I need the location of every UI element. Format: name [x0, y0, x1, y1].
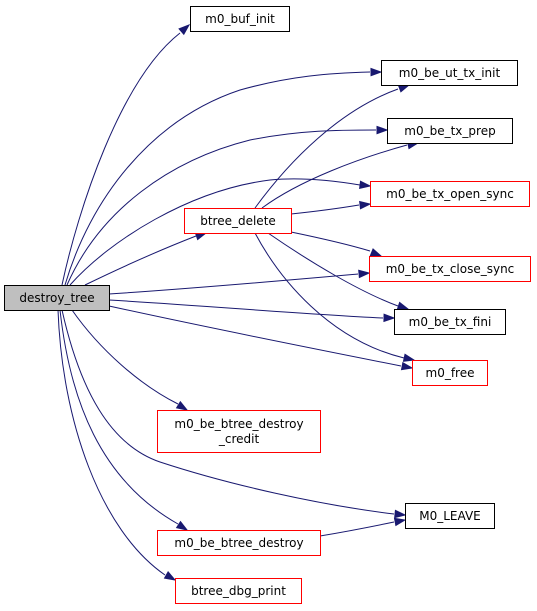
node-m0-buf-init[interactable]: m0_buf_init	[190, 6, 290, 32]
node-m0-be-btree-destroy-credit[interactable]: m0_be_btree_destroy_credit	[157, 410, 321, 453]
node-box	[412, 360, 488, 386]
node-m0-be-tx-prep[interactable]: m0_be_tx_prep	[387, 118, 513, 144]
edge-destroy_tree-to-m0_be_tx_fini	[108, 299, 396, 323]
edge-destroy_tree-to-M0_LEAVE	[61, 309, 407, 519]
edge-arrowhead	[393, 517, 407, 527]
node-label: m0_be_ut_tx_init	[399, 66, 501, 80]
edge-arrowhead	[397, 84, 411, 93]
edge-destroy_tree-to-btree_delete	[84, 232, 208, 286]
edge-arrowhead	[359, 180, 372, 189]
edge-arrowhead	[163, 571, 177, 581]
node-btree-delete[interactable]: btree_delete	[184, 208, 292, 234]
edge-destroy_tree-to-m0_be_ut_tx_init	[64, 67, 383, 286]
node-m0-be-ut-tx-init[interactable]: m0_be_ut_tx_init	[381, 60, 518, 86]
edge-line	[254, 232, 405, 359]
node-m0-be-tx-open-sync[interactable]: m0_be_tx_open_sync	[370, 181, 530, 207]
node-label: m0_be_tx_fini	[409, 315, 492, 329]
edge-line	[71, 309, 179, 405]
node-box	[370, 181, 530, 207]
edge-arrowhead	[376, 125, 389, 135]
edge-line	[267, 232, 399, 307]
node-box	[157, 410, 321, 453]
edge-line	[66, 129, 377, 286]
node-label: m0_free	[426, 366, 475, 380]
node-m0-leave[interactable]: M0_LEAVE	[405, 503, 495, 529]
edge-line	[254, 88, 399, 209]
node-btree-dbg-print[interactable]: btree_dbg_print	[175, 578, 302, 604]
edge-arrowhead	[359, 200, 372, 210]
node-label: m0_be_btree_destroy	[174, 417, 303, 431]
edge-btree_delete-to-m0_free	[254, 232, 416, 362]
node-label: _credit	[218, 432, 260, 446]
edge-arrowhead	[396, 301, 410, 310]
node-label: btree_dbg_print	[191, 584, 286, 598]
node-box	[4, 285, 110, 311]
edge-line	[84, 235, 197, 286]
edge-arrowhead	[175, 520, 189, 531]
edge-btree_delete-to-m0_be_tx_close_sync	[290, 231, 383, 257]
edge-destroy_tree-to-m0_be_btree_destroy_credit	[71, 309, 189, 411]
edge-arrowhead	[370, 67, 383, 77]
edge-line	[108, 305, 402, 367]
node-box	[184, 208, 292, 234]
node-label: m0_be_tx_open_sync	[386, 187, 514, 201]
edge-destroy_tree-to-btree_dbg_print	[57, 309, 177, 581]
node-label: destroy_tree	[19, 291, 94, 305]
node-box	[175, 578, 302, 604]
edge-arrowhead	[402, 353, 416, 362]
node-box	[369, 256, 531, 282]
edge-destroy_tree-to-m0_be_tx_open_sync	[69, 178, 372, 286]
edge-arrowhead	[383, 313, 396, 323]
edge-arrowhead	[369, 248, 383, 257]
edge-line	[59, 309, 179, 525]
node-label: m0_buf_init	[205, 12, 275, 26]
edge-arrowhead	[175, 400, 189, 411]
node-label: m0_be_tx_prep	[404, 124, 495, 138]
node-m0-be-tx-close-sync[interactable]: m0_be_tx_close_sync	[369, 256, 531, 282]
edge-m0_be_btree_destroy-to-M0_LEAVE	[319, 517, 407, 537]
node-label: m0_be_btree_destroy	[174, 536, 303, 550]
edge-line	[61, 309, 395, 515]
edge-btree_delete-to-m0_be_tx_open_sync	[290, 200, 372, 215]
node-box	[394, 309, 506, 335]
edge-line	[61, 32, 181, 286]
edge-destroy_tree-to-m0_buf_init	[61, 24, 191, 286]
edge-destroy_tree-to-m0_be_tx_close_sync	[108, 269, 371, 295]
node-box	[387, 118, 513, 144]
edge-destroy_tree-to-m0_be_tx_prep	[66, 125, 389, 286]
edge-line	[57, 309, 166, 576]
edge-line	[319, 521, 395, 537]
edge-destroy_tree-to-m0_free	[108, 305, 414, 371]
edge-line	[64, 71, 371, 286]
node-label: m0_be_tx_close_sync	[386, 262, 515, 276]
edge-line	[108, 273, 359, 295]
node-box	[190, 6, 290, 32]
node-label: M0_LEAVE	[419, 509, 481, 523]
edge-destroy_tree-to-m0_be_btree_destroy	[59, 309, 189, 531]
node-destroy-tree[interactable]: destroy_tree	[4, 285, 110, 311]
node-box	[381, 60, 518, 86]
node-box	[405, 503, 495, 529]
node-m0-be-tx-fini[interactable]: m0_be_tx_fini	[394, 309, 506, 335]
node-label: btree_delete	[200, 214, 276, 228]
edges-layer	[57, 24, 420, 581]
edge-arrowhead	[400, 361, 414, 371]
edge-line	[290, 204, 360, 215]
nodes-layer: destroy_tree m0_buf_init m0_be_ut_tx_initm…	[4, 6, 531, 604]
edge-line	[69, 178, 361, 286]
node-box	[157, 530, 321, 556]
edge-arrowhead	[394, 509, 407, 519]
node-m0-be-btree-destroy[interactable]: m0_be_btree_destroy	[157, 530, 321, 556]
node-m0-free[interactable]: m0_free	[412, 360, 488, 386]
edge-line	[290, 231, 371, 252]
edge-arrowhead	[358, 269, 371, 279]
edge-line	[108, 299, 384, 319]
edge-arrowhead	[178, 24, 191, 36]
edge-line	[261, 144, 408, 209]
